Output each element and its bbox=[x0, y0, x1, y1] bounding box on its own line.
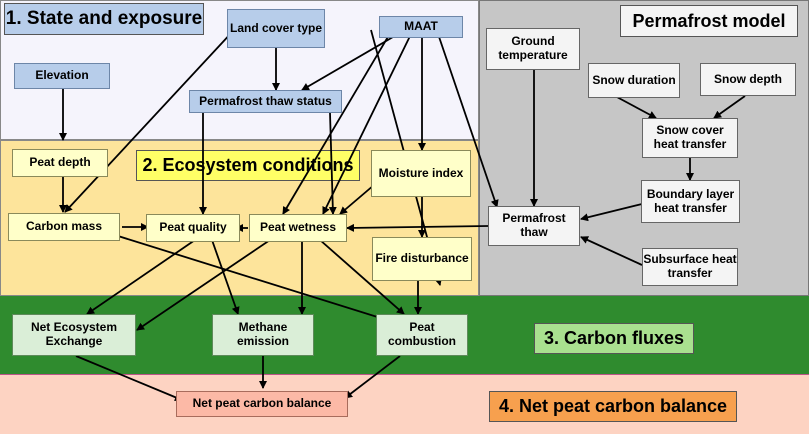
section-title-permafrost-model: Permafrost model bbox=[620, 5, 798, 37]
section-title-fluxes: 3. Carbon fluxes bbox=[534, 323, 694, 354]
node-snow-cover-heat-transfer: Snow cover heat transfer bbox=[642, 118, 738, 158]
node-peat-combustion: Peat combustion bbox=[376, 314, 468, 356]
section-title-state: 1. State and exposure bbox=[4, 3, 204, 35]
node-methane-emission: Methane emission bbox=[212, 314, 314, 356]
node-peat-depth: Peat depth bbox=[12, 149, 108, 177]
node-permafrost-thaw-status: Permafrost thaw status bbox=[189, 90, 342, 113]
section-title-balance: 4. Net peat carbon balance bbox=[489, 391, 737, 422]
node-net-ecosystem-exchange: Net Ecosystem Exchange bbox=[12, 314, 136, 356]
node-fire-disturbance: Fire disturbance bbox=[372, 237, 472, 281]
node-peat-quality: Peat quality bbox=[146, 214, 240, 242]
node-ground-temperature: Ground temperature bbox=[486, 28, 580, 70]
node-permafrost-thaw: Permafrost thaw bbox=[488, 206, 580, 246]
node-peat-wetness: Peat wetness bbox=[249, 214, 347, 242]
node-land-cover-type: Land cover type bbox=[227, 9, 325, 48]
node-snow-duration: Snow duration bbox=[588, 63, 680, 98]
section-title-ecosystem: 2. Ecosystem conditions bbox=[136, 150, 360, 181]
node-snow-depth: Snow depth bbox=[700, 63, 796, 96]
node-net-peat-carbon-balance: Net peat carbon balance bbox=[176, 391, 348, 417]
node-carbon-mass: Carbon mass bbox=[8, 213, 120, 241]
node-boundary-layer-heat-transfer: Boundary layer heat transfer bbox=[641, 180, 740, 223]
node-subsurface-heat-transfer: Subsurface heat transfer bbox=[642, 248, 738, 286]
node-moisture-index: Moisture index bbox=[371, 150, 471, 197]
node-maat: MAAT bbox=[379, 16, 463, 38]
node-elevation: Elevation bbox=[14, 63, 110, 89]
